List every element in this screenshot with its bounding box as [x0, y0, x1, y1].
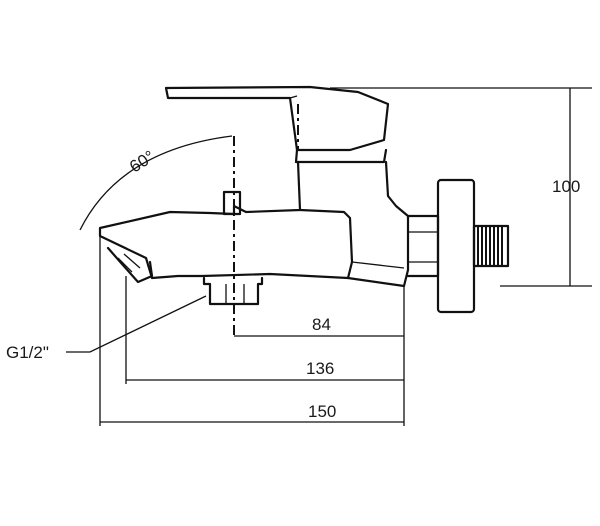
- wall-flange: [436, 178, 476, 314]
- height-label: 100: [552, 177, 580, 196]
- handle-bonnet: [294, 148, 388, 164]
- spout-tip-detail: [117, 253, 141, 273]
- eccentric-connector: [406, 214, 440, 278]
- length-84-label: 84: [312, 315, 331, 334]
- thread-leader: [66, 295, 207, 353]
- faucet-body: [98, 85, 510, 336]
- length-150-label: 150: [308, 402, 336, 421]
- diverter-knob: [222, 190, 242, 216]
- spout-tip: [106, 246, 154, 284]
- pipe-thread: [477, 226, 503, 266]
- dimension-lines: [66, 87, 592, 426]
- angle-arc: [79, 135, 233, 231]
- body-inner-contour: [298, 208, 354, 280]
- lever-handle: [164, 85, 390, 152]
- length-136-label: 136: [306, 359, 334, 378]
- angle-label: 60°: [126, 147, 158, 177]
- body-seam: [351, 261, 405, 269]
- mixer-body: [98, 160, 410, 288]
- lever-detail: [289, 95, 298, 99]
- thread-label: G1/2": [6, 343, 49, 362]
